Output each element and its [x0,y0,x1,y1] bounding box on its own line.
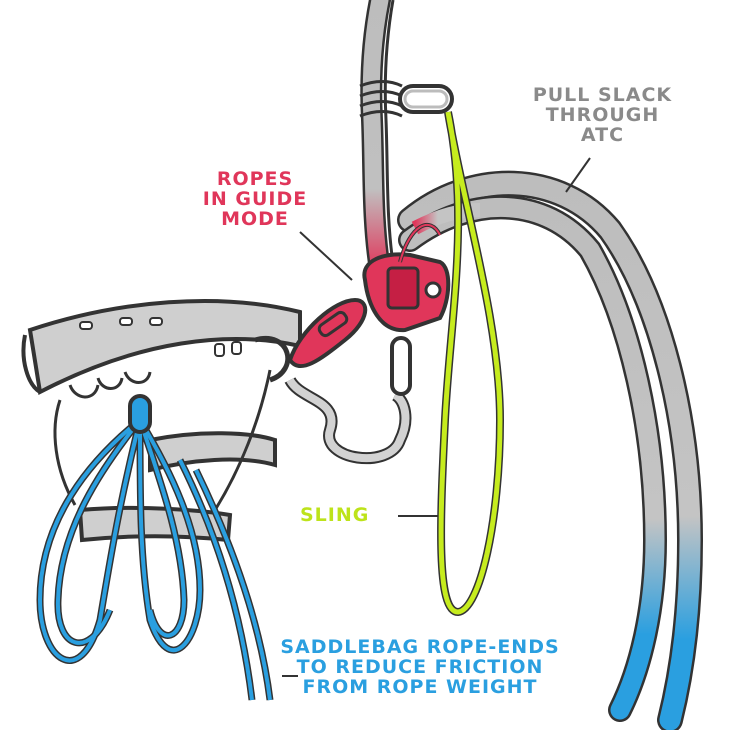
anchor-rope [359,0,403,281]
label-line: IN GUIDE [202,187,308,210]
guide-mode-device [362,223,451,333]
label-saddlebag: SADDLEBAG ROPE-ENDS TO REDUCE FRICTION F… [270,636,570,698]
blue-carabiner [128,394,152,434]
leader-pull-slack [565,157,591,193]
label-line: MODE [221,207,289,230]
brake-strand-rope [397,170,704,730]
leader-ropes-guide-mode [299,231,353,281]
label-pull-slack: PULL SLACK THROUGH ATC [505,84,700,146]
locking-carabiner [287,297,368,368]
label-line: FROM ROPE WEIGHT [302,675,538,698]
label-line: ROPES [216,168,294,190]
sling [437,111,505,617]
tether-sling [284,336,412,465]
lower-carabiner [390,336,412,396]
label-line: SADDLEBAG ROPE-ENDS [280,636,560,658]
label-line: THROUGH [545,103,660,126]
label-line: SLING [300,504,370,526]
label-line: PULL SLACK [532,84,673,106]
saddlebag-coils [36,394,274,701]
label-ropes-in-guide-mode: ROPES IN GUIDE MODE [180,168,330,230]
label-line: TO REDUCE FRICTION [296,655,544,678]
anchor-carabiner [398,84,454,114]
label-line: ATC [580,123,625,146]
label-sling: SLING [300,504,390,526]
clove-hitch [359,80,403,118]
leader-lines [282,157,591,677]
